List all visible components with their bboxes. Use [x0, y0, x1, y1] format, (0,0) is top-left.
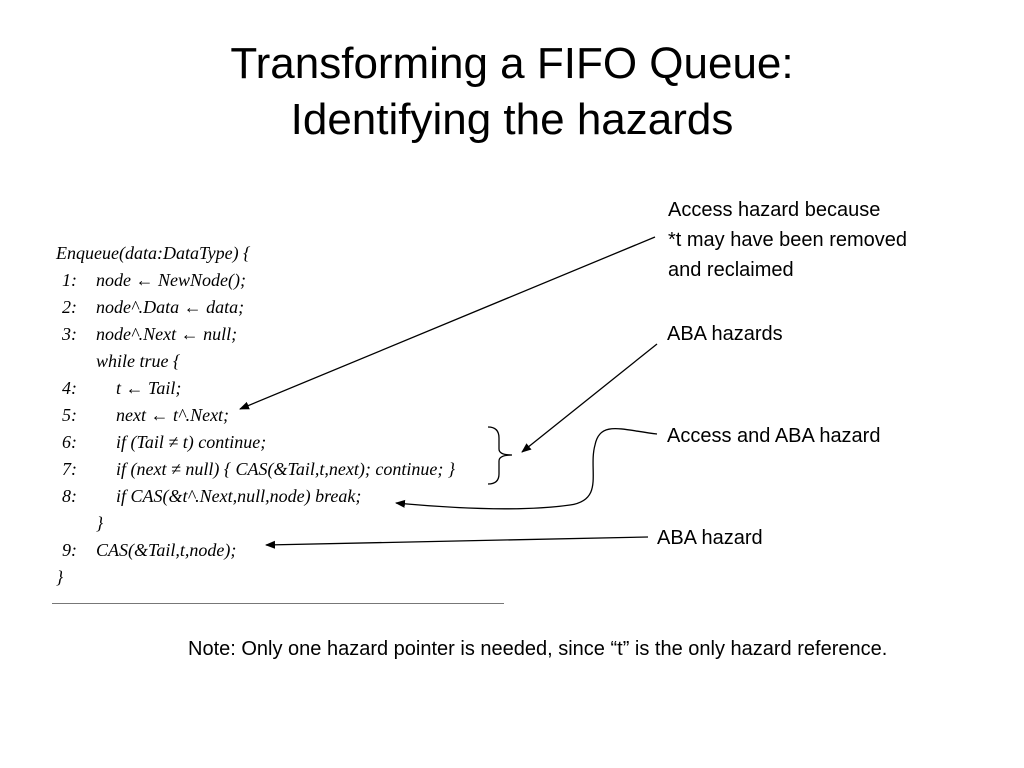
line-number: 1: [62, 270, 77, 290]
annotation-line: Access hazard because [668, 199, 881, 221]
annotation-line: and reclaimed [668, 259, 794, 281]
line-text: next ← t^.Next; [116, 405, 230, 425]
line-text: node^.Next ← null; [96, 324, 238, 344]
line-number: 2: [62, 297, 77, 317]
curly-brace-icon [487, 426, 513, 485]
line-text: } [96, 513, 104, 533]
title-line-2: Identifying the hazards [290, 95, 734, 144]
line-number: 6: [62, 432, 77, 452]
line-text: if CAS(&t^.Next,null,node) break; [116, 486, 362, 506]
line-number: 7: [62, 459, 77, 479]
divider-line [52, 603, 504, 604]
arrow-aba-hazard [265, 536, 649, 549]
line-number: 3: [62, 324, 77, 344]
note-text: Note: Only one hazard pointer is needed,… [188, 638, 888, 660]
annotation-access-hazard: Access hazard because *t may have been r… [668, 195, 907, 285]
code-header-text: Enqueue(data:DataType) { [56, 243, 251, 263]
code-footer-text: } [56, 567, 64, 587]
line-text: while true { [96, 351, 181, 371]
arrow-aba-hazards [521, 343, 658, 453]
slide-title: Transforming a FIFO Queue: Identifying t… [0, 36, 1024, 148]
line-number: 5: [62, 405, 77, 425]
line-number: 4: [62, 378, 77, 398]
line-text: t ← Tail; [116, 378, 182, 398]
annotation-line: *t may have been removed [668, 229, 908, 251]
line-text: node ← NewNode(); [96, 270, 246, 290]
line-number: 8: [62, 486, 77, 506]
line-text: CAS(&Tail,t,node); [96, 540, 237, 560]
line-text: if (Tail ≠ t) continue; [116, 432, 267, 452]
title-line-1: Transforming a FIFO Queue: [230, 39, 794, 88]
line-number: 9: [62, 540, 77, 560]
line-text: node^.Data ← data; [96, 297, 245, 317]
annotation-aba-hazards: ABA hazards [667, 323, 783, 345]
line-text: if (next ≠ null) { CAS(&Tail,t,next); co… [116, 459, 456, 479]
annotation-access-and-aba-hazard: Access and ABA hazard [667, 425, 881, 447]
arrow-access-and-aba [395, 427, 658, 510]
arrow-access-hazard [239, 236, 656, 410]
annotation-aba-hazard: ABA hazard [657, 527, 763, 549]
